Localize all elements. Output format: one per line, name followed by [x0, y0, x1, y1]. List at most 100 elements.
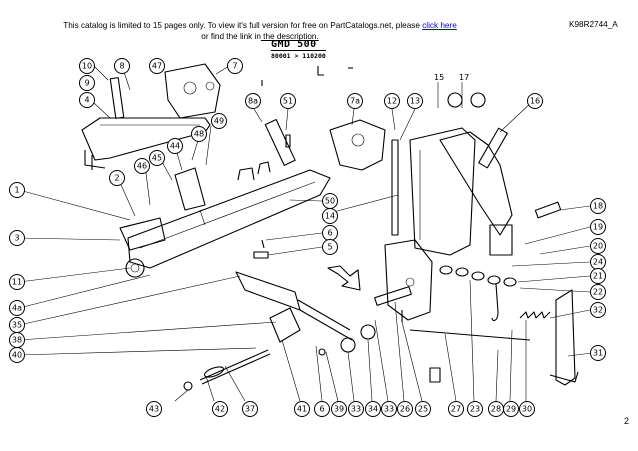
callout-23: 23	[467, 401, 483, 417]
callout-45: 45	[149, 150, 165, 166]
label-17: 17	[459, 73, 469, 82]
svg-text:38: 38	[12, 336, 22, 345]
svg-text:8a: 8a	[248, 97, 258, 106]
chain-part-21	[439, 265, 517, 322]
svg-text:6: 6	[319, 405, 324, 414]
svg-text:25: 25	[418, 405, 428, 414]
svg-text:27: 27	[451, 405, 461, 414]
svg-text:30: 30	[522, 405, 532, 414]
callout-11: 11	[9, 274, 25, 290]
svg-text:49: 49	[214, 117, 224, 126]
callout-9: 9	[79, 75, 95, 91]
rod-part-14	[391, 139, 399, 236]
notice-text-line1: This catalog is limited to 15 pages only…	[63, 21, 423, 30]
callout-8: 8	[114, 58, 130, 74]
svg-text:47: 47	[152, 62, 162, 71]
svg-text:19: 19	[593, 223, 603, 232]
pin-part-51	[264, 118, 296, 166]
callout-12: 12	[384, 93, 400, 109]
spring-part-22	[519, 311, 551, 319]
callout-2: 2	[109, 170, 125, 186]
nut-part-43	[183, 366, 225, 391]
svg-text:42: 42	[215, 405, 225, 414]
svg-text:37: 37	[245, 405, 255, 414]
callout-35: 35	[9, 317, 25, 333]
model-title: GMD 500	[271, 39, 317, 50]
callout-30: 30	[519, 401, 535, 417]
svg-text:22: 22	[593, 288, 603, 297]
callout-46: 46	[134, 158, 150, 174]
callout-39: 39	[331, 401, 347, 417]
svg-text:45: 45	[152, 154, 162, 163]
callout-38: 38	[9, 332, 25, 348]
callout-26: 26	[397, 401, 413, 417]
callout-49: 49	[211, 113, 227, 129]
callout-47: 47	[149, 58, 165, 74]
callout-27: 27	[448, 401, 464, 417]
svg-text:4a: 4a	[12, 304, 22, 313]
svg-text:26: 26	[400, 405, 410, 414]
svg-text:21: 21	[593, 272, 603, 281]
svg-text:3: 3	[14, 234, 19, 243]
callout-10: 10	[79, 58, 95, 74]
svg-text:48: 48	[194, 130, 204, 139]
svg-text:51: 51	[283, 97, 293, 106]
svg-text:1: 1	[14, 186, 19, 195]
rod-part-27	[409, 329, 531, 383]
callout-33-second: 33	[381, 401, 397, 417]
svg-text:41: 41	[297, 405, 307, 414]
svg-text:50: 50	[325, 197, 335, 206]
bracket-part-7a	[329, 119, 386, 171]
callout-19: 19	[590, 219, 606, 235]
callout-5: 5	[322, 239, 338, 255]
svg-text:46: 46	[137, 162, 147, 171]
washers-parts-33-34	[318, 324, 376, 356]
callout-34: 34	[365, 401, 381, 417]
document-code: K98R2744_A	[569, 20, 618, 29]
svg-text:23: 23	[470, 405, 480, 414]
callout-6: 6	[322, 225, 338, 241]
washers-15-17	[437, 82, 486, 108]
callout-6-bottom: 6	[314, 401, 330, 417]
leader-lines	[18, 65, 593, 402]
callout-4: 4	[79, 92, 95, 108]
label-15: 15	[434, 73, 444, 82]
main-frame-tower	[384, 127, 513, 321]
callout-13: 13	[407, 93, 423, 109]
callout-20: 20	[590, 238, 606, 254]
description-link-text[interactable]: the description.	[260, 32, 319, 41]
stand-part-31	[549, 289, 579, 386]
callout-51: 51	[280, 93, 296, 109]
callout-44: 44	[167, 138, 183, 154]
svg-text:9: 9	[84, 79, 89, 88]
callout-22: 22	[590, 284, 606, 300]
pin-part-18	[534, 201, 562, 219]
callout-16: 16	[527, 93, 543, 109]
svg-text:43: 43	[149, 405, 159, 414]
svg-text:14: 14	[325, 212, 335, 221]
callout-33: 33	[348, 401, 364, 417]
callout-40: 40	[9, 347, 25, 363]
svg-text:44: 44	[170, 142, 180, 151]
svg-text:2: 2	[114, 174, 119, 183]
svg-text:5: 5	[327, 243, 332, 252]
svg-text:11: 11	[12, 278, 22, 287]
callout-3: 3	[9, 230, 25, 246]
svg-text:34: 34	[368, 405, 378, 414]
svg-text:8: 8	[119, 62, 124, 71]
callout-25: 25	[415, 401, 431, 417]
svg-text:35: 35	[12, 321, 22, 330]
callout-32: 32	[590, 302, 606, 318]
registration-marks	[261, 66, 353, 86]
page-number: 2	[624, 416, 630, 426]
svg-text:33: 33	[384, 405, 394, 414]
click-here-link[interactable]: click here	[422, 21, 457, 30]
pin-part-25	[374, 286, 412, 322]
svg-text:31: 31	[593, 349, 603, 358]
lower-link-arm	[125, 161, 331, 278]
callout-7a: 7a	[347, 93, 363, 109]
callout-1: 1	[9, 182, 25, 198]
bolt-part-37	[199, 349, 271, 385]
top-link-bar	[235, 271, 353, 343]
svg-text:7a: 7a	[350, 97, 360, 106]
